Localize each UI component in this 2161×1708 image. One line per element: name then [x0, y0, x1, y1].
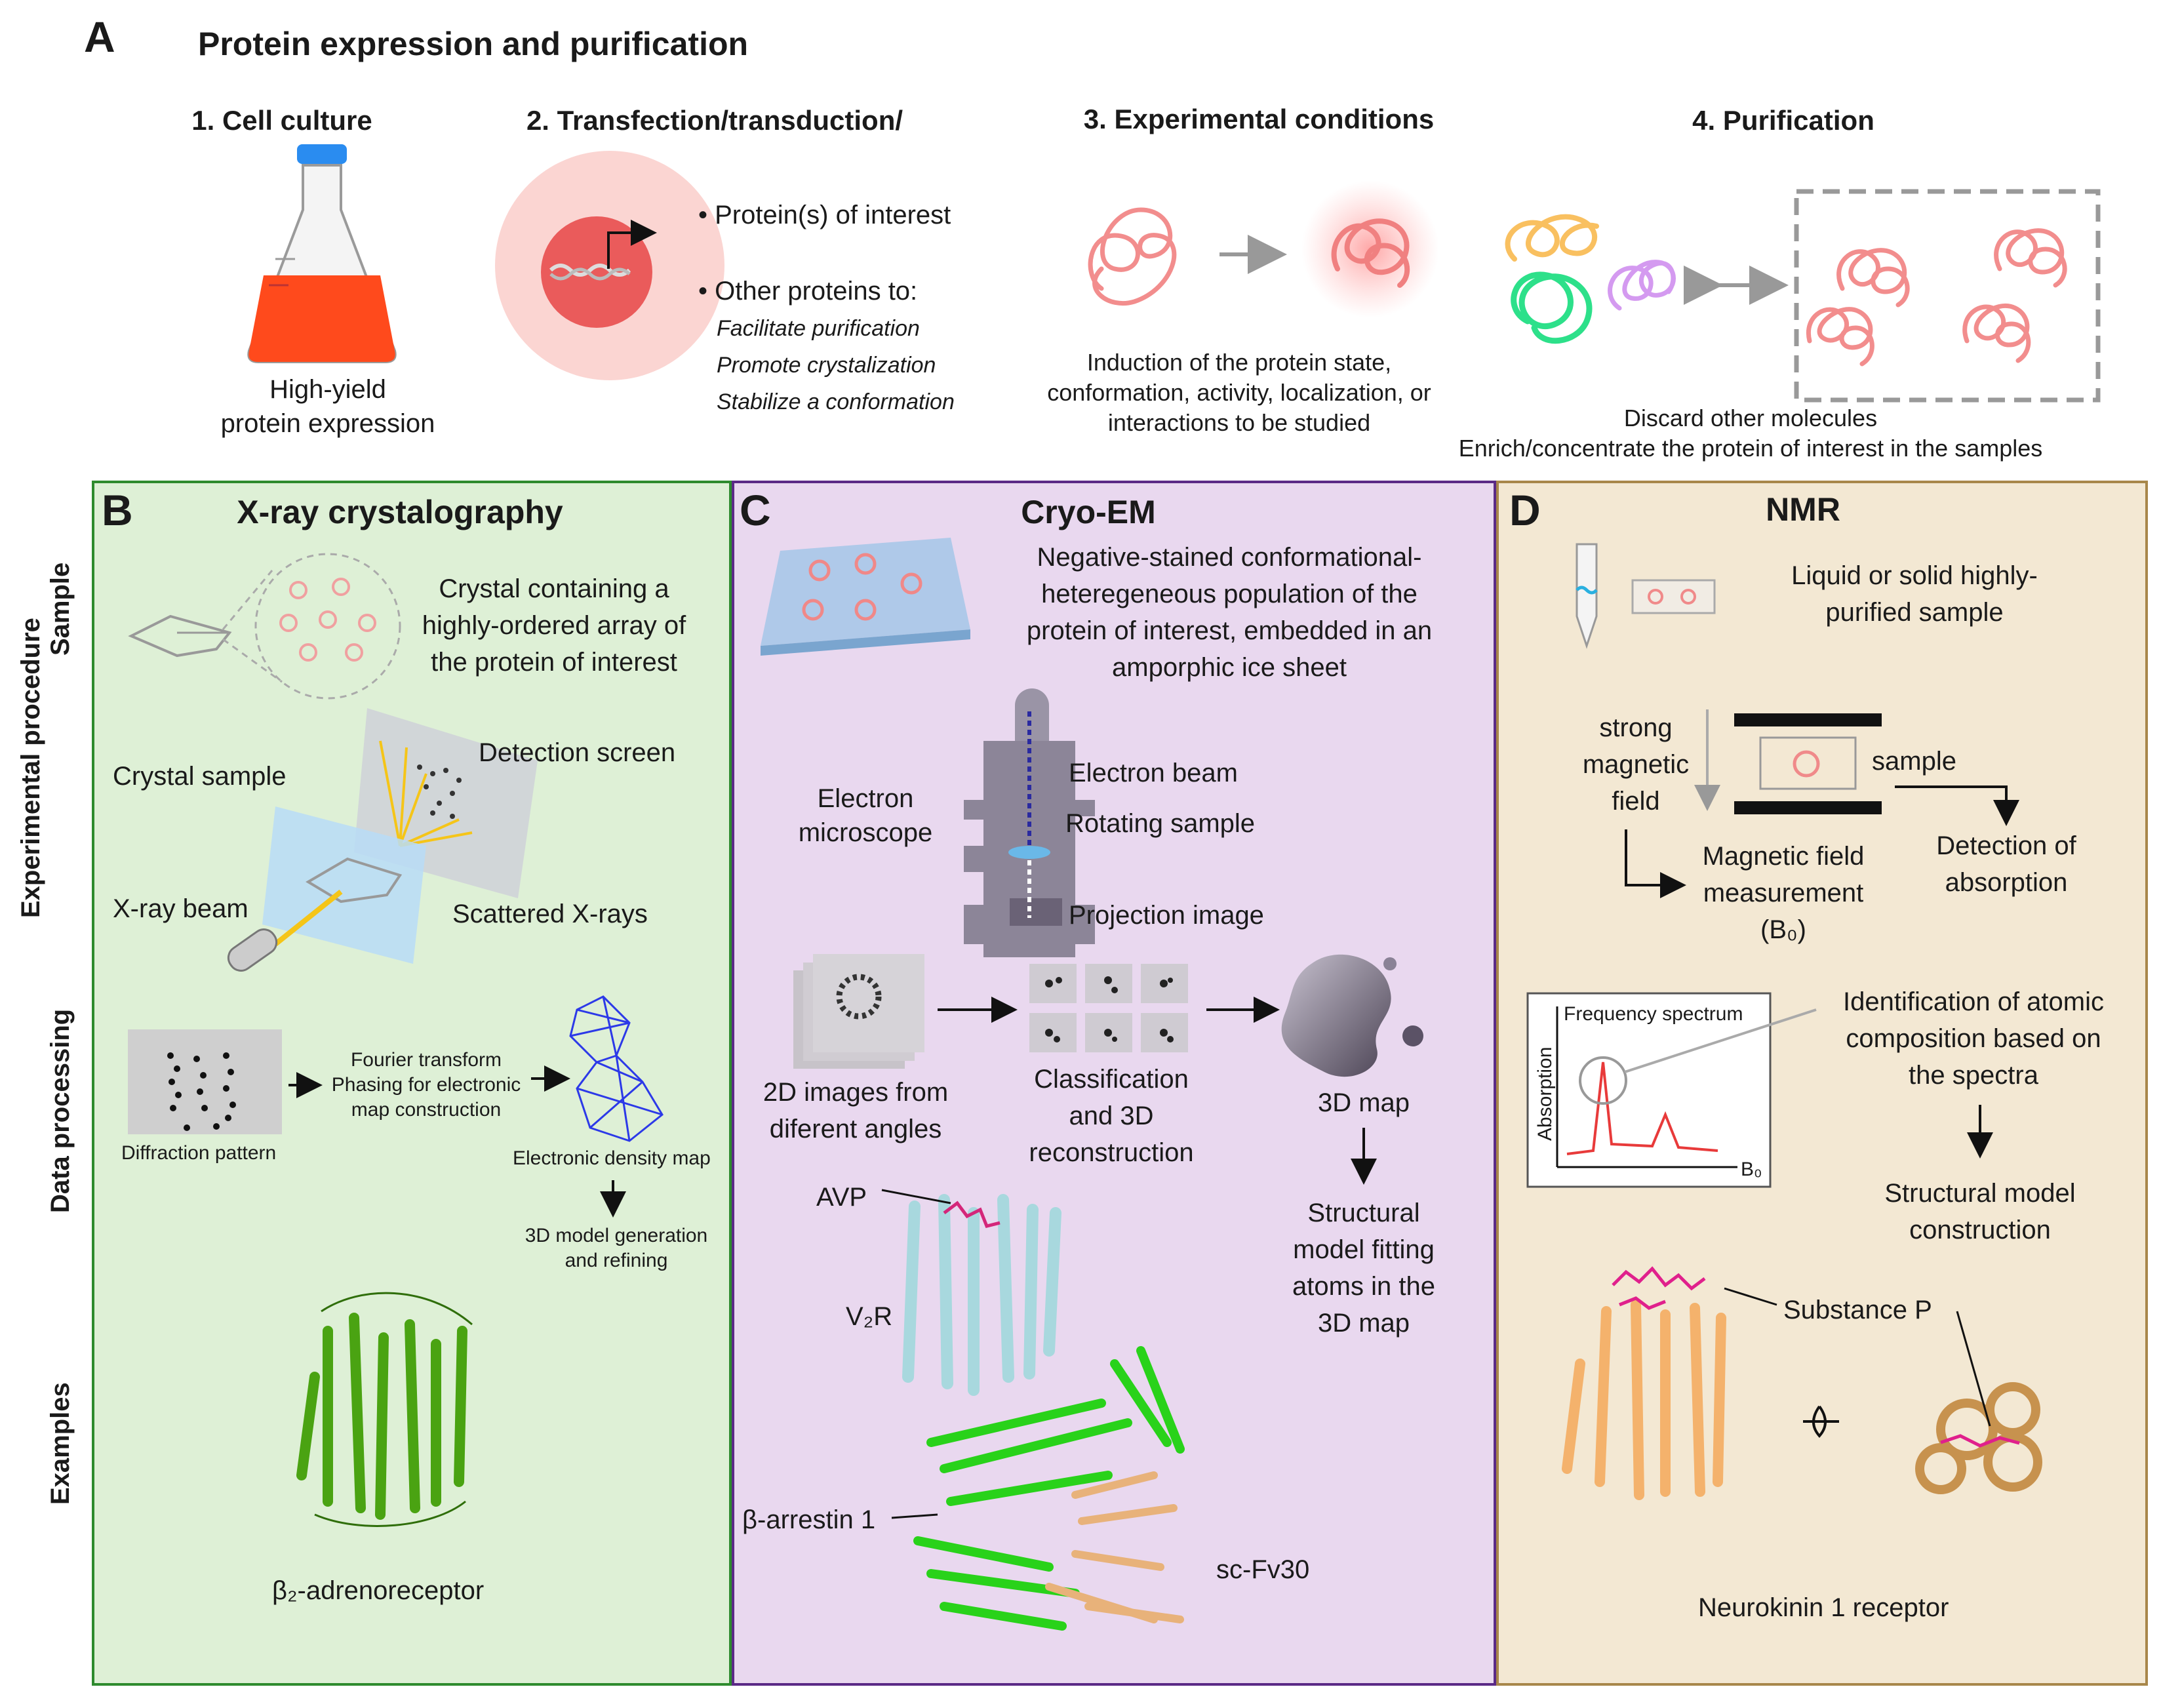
classification-label: Classification and 3D reconstruction — [1029, 1065, 1194, 1167]
mixture-icon — [1505, 214, 1676, 344]
model-generation-text: 3D model generation and refining — [525, 1225, 708, 1271]
detection-absorption-label: Detection of absorption — [1936, 831, 2076, 897]
cell-icon — [495, 151, 724, 380]
b0-axis-label: B₀ — [1741, 1159, 1762, 1180]
panel-b-title: X-ray crystalography — [237, 494, 563, 530]
density-map-label: Electronic density map — [513, 1147, 711, 1169]
classification-dots — [1045, 976, 1174, 1043]
purification-caption: Discard other molecules Enrich/concentra… — [1458, 405, 2043, 462]
side-label-data-processing: Data processing — [46, 1008, 75, 1213]
transfection-sublist: Facilitate purification Promote crystali… — [717, 316, 955, 414]
v2r-label: V₂R — [846, 1302, 893, 1331]
nmr-tube-icon — [1576, 543, 1716, 649]
diffraction-dots-icon — [417, 765, 462, 819]
spectrum-line — [1566, 1062, 1718, 1155]
crystal-icon — [128, 553, 401, 700]
diffraction-pattern-image — [128, 1029, 282, 1134]
panel-d-letter: D — [1509, 486, 1541, 534]
rotate-icon — [1803, 1405, 1839, 1438]
detection-screen-label: Detection screen — [479, 738, 676, 767]
scfv30-structure — [1045, 1471, 1184, 1623]
fourier-text: Fourier transform Phasing for electronic… — [331, 1049, 521, 1121]
magnet-icon — [1734, 713, 1882, 814]
step-4-label: 4. Purification — [1692, 105, 1874, 136]
absorption-axis-label: Absorption — [1534, 1046, 1556, 1141]
substance-p-label: Substance P — [1783, 1296, 1932, 1324]
side-label-procedure: Experimental procedure — [16, 618, 45, 918]
avp-ligand — [943, 1201, 1001, 1228]
electron-microscope-label: Electron microscope — [798, 784, 933, 847]
bullet-protein-interest: • Protein(s) of interest — [698, 201, 951, 229]
xray-sample-text: Crystal containing a highly-ordered arra… — [422, 574, 686, 677]
electron-microscope-icon — [964, 688, 1095, 957]
side-label-examples: Examples — [46, 1382, 75, 1505]
purified-box — [1794, 189, 2101, 403]
conditions-caption: Induction of the protein state, conforma… — [1047, 349, 1431, 436]
scfv30-label: sc-Fv30 — [1216, 1555, 1310, 1584]
protein-folded-icon — [1331, 218, 1410, 288]
protein-unfolded-icon — [1088, 207, 1177, 306]
2d-images-label: 2D images from diferent angles — [763, 1078, 949, 1143]
nk1-receptor-structure — [1562, 1300, 1726, 1500]
crystal-proteins-icon — [279, 578, 376, 662]
crystal-sample-label: Crystal sample — [113, 762, 287, 791]
projection-image-label: Projection image — [1069, 901, 1264, 930]
step-3-label: 3. Experimental conditions — [1083, 104, 1435, 134]
spectrum-title: Frequency spectrum — [1564, 1003, 1743, 1025]
panel-a-letter: A — [84, 12, 115, 61]
electron-beam-label: Electron beam — [1069, 759, 1238, 787]
xray-source-icon — [227, 928, 278, 972]
beta-arrestin-structure — [913, 1346, 1185, 1631]
diffraction-pattern-label: Diffraction pattern — [121, 1142, 277, 1164]
model-fitting-label: Structural model fitting atoms in the 3D… — [1292, 1199, 1435, 1338]
beta2-adrenoreceptor-structure — [296, 1313, 467, 1520]
magnetic-field-label: strong magnetic field — [1582, 713, 1690, 816]
nmr-sample-text: Liquid or solid highly- purified sample — [1791, 561, 2038, 627]
beta2-label: β₂-adrenoreceptor — [272, 1576, 485, 1605]
neurokinin-label: Neurokinin 1 receptor — [1698, 1593, 1949, 1622]
purified-proteins-icon — [1806, 228, 2067, 367]
cell-culture-caption: High-yield protein expression — [220, 375, 435, 438]
sample-label: sample — [1872, 747, 1956, 776]
panel-a-title: Protein expression and purification — [198, 26, 749, 62]
v2r-structure — [902, 1194, 1061, 1396]
scattered-xrays-label: Scattered X-rays — [452, 900, 648, 928]
ice-proteins-icon — [802, 553, 922, 621]
3d-map-label: 3D map — [1317, 1088, 1410, 1117]
xray-beam-icon — [273, 889, 343, 947]
identification-text: Identification of atomic composition bas… — [1843, 987, 2104, 1090]
3d-map-icon — [1281, 954, 1423, 1077]
arrestin-label: β-arrestin 1 — [742, 1505, 876, 1534]
panel-b-letter: B — [102, 486, 133, 534]
panel-c-title: Cryo-EM — [1021, 494, 1156, 530]
measurement-label: Magnetic field measurement (B₀) — [1702, 842, 1865, 944]
diffraction-pattern-dots — [167, 1052, 236, 1131]
substance-p-ligand — [1612, 1266, 1706, 1310]
structural-model-text: Structural model construction — [1884, 1179, 2076, 1244]
cryo-sample-text: Negative-stained conformational- hetereg… — [1026, 543, 1433, 682]
step-2-label: 2. Transfection/transduction/ — [526, 105, 903, 136]
density-map-icon — [569, 995, 664, 1142]
flask-icon — [247, 144, 397, 363]
panel-d-title: NMR — [1766, 491, 1840, 528]
rotating-sample-label: Rotating sample — [1065, 809, 1256, 838]
2d-images-stack-icon — [793, 954, 924, 1069]
bullet-other-proteins: • Other proteins to: — [698, 277, 918, 306]
xray-beam-label: X-ray beam — [113, 894, 248, 923]
nk1-top-view — [1915, 1382, 2042, 1494]
side-label-sample: Sample — [46, 562, 75, 656]
avp-label: AVP — [816, 1183, 867, 1212]
step-1-label: 1. Cell culture — [191, 105, 372, 136]
panel-c-letter: C — [740, 486, 771, 534]
